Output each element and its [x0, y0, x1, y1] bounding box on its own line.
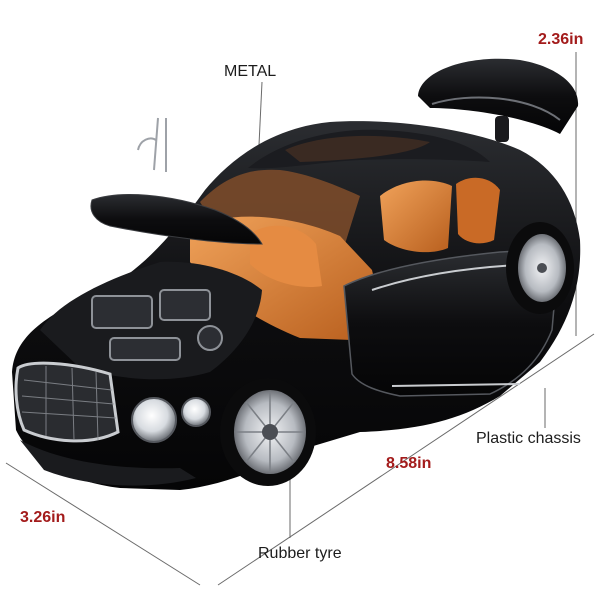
- label-height: 2.36in: [538, 31, 584, 48]
- headlight: [131, 397, 177, 443]
- front-wheel: [220, 378, 316, 486]
- label-plastic-chassis: Plastic chassis: [476, 430, 581, 447]
- dimension-lines: [5, 52, 595, 586]
- label-metal: METAL: [224, 63, 277, 80]
- open-hood: [90, 194, 263, 245]
- label-length: 8.58in: [386, 455, 432, 472]
- label-rubber-tyre: Rubber tyre: [258, 545, 342, 562]
- front-grille: [14, 361, 120, 443]
- sunroof: [285, 135, 430, 162]
- label-width: 3.26in: [20, 509, 66, 526]
- toy-car: [12, 58, 581, 490]
- rear-wheel: [506, 222, 574, 314]
- raised-door: [418, 58, 579, 134]
